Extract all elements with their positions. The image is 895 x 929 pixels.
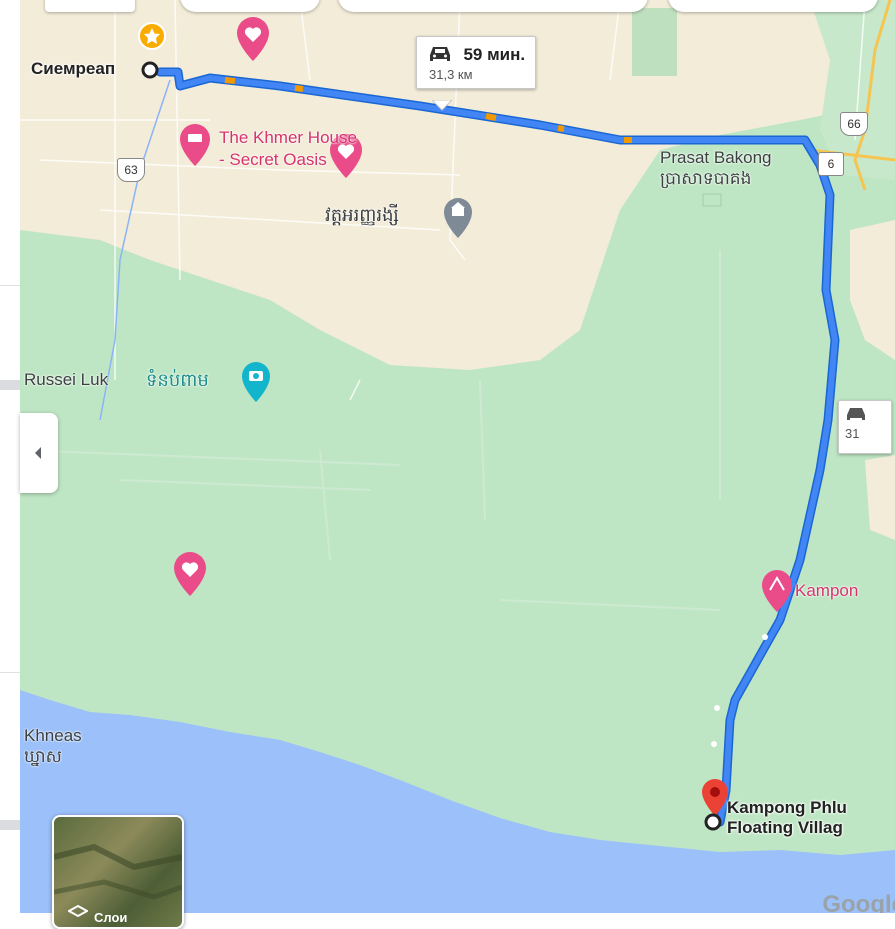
hotel-pin-icon[interactable]: [178, 122, 212, 168]
place-label-khmer-house[interactable]: - Secret Oasis: [219, 150, 327, 169]
layers-icon: [68, 905, 88, 918]
panel-divider: [0, 380, 20, 390]
road-shield-6: 6: [818, 152, 844, 176]
origin-marker-icon[interactable]: [140, 60, 160, 80]
category-chip[interactable]: [180, 0, 320, 12]
left-panel-edge: [0, 0, 20, 913]
panel-divider: [0, 820, 20, 830]
destination-label[interactable]: Floating Villag: [727, 818, 843, 837]
map-canvas[interactable]: Сиемреап The Khmer House - Secret Oasis …: [20, 0, 895, 913]
origin-label[interactable]: Сиемреап: [31, 59, 116, 78]
place-label-prasat-bakong[interactable]: Prasat Bakong: [660, 148, 772, 167]
alt-route-distance: 31: [845, 426, 860, 441]
attraction-pin-icon[interactable]: [760, 568, 794, 614]
heart-pin-icon[interactable]: [235, 15, 271, 63]
place-label-kampong[interactable]: Kampon: [795, 581, 859, 600]
place-label-prasat-bakong-khmer: ប្រាសាទបាគង: [660, 169, 752, 188]
star-icon[interactable]: [138, 22, 168, 52]
place-label-khneas[interactable]: Khneas: [24, 726, 82, 745]
road-shield-63: 63: [117, 158, 145, 182]
heart-pin-icon[interactable]: [328, 132, 364, 180]
place-label-khneas-khmer: ឃ្នាស: [24, 747, 62, 766]
camera-pin-icon[interactable]: [240, 360, 272, 404]
chevron-left-icon: [35, 447, 41, 459]
route-time: 59 мин.: [463, 45, 526, 64]
map-base: [20, 0, 895, 913]
destination-label[interactable]: Kampong Phlu: [727, 798, 847, 817]
route-info-box[interactable]: 59 мин. 31,3 км: [416, 36, 537, 89]
layers-label: Слои: [94, 910, 128, 925]
car-icon: [430, 47, 450, 61]
category-chip[interactable]: [338, 0, 648, 12]
place-label-russei-luk[interactable]: Russei Luk: [24, 370, 109, 389]
destination-pin-icon[interactable]: [700, 778, 730, 818]
temple-pin-icon[interactable]: [442, 196, 474, 240]
search-box[interactable]: [45, 0, 135, 12]
destination-marker-icon[interactable]: [703, 812, 723, 832]
place-label-khmer-house[interactable]: The Khmer House: [219, 128, 357, 147]
alt-route-info-box[interactable]: 31: [838, 400, 892, 454]
route-distance: 31,3 км: [429, 67, 473, 82]
collapse-panel-button[interactable]: [20, 413, 58, 493]
place-label-pagoda[interactable]: វត្តអរញ្ញរង្សី: [325, 205, 399, 225]
panel-divider: [0, 672, 20, 673]
layers-button[interactable]: Слои: [52, 815, 184, 929]
category-chip[interactable]: [668, 0, 878, 12]
satellite-thumbnail: [54, 843, 182, 900]
heart-pin-icon[interactable]: [172, 550, 208, 598]
place-label-russei-luk-khmer[interactable]: ទំនប់ពាម: [146, 370, 209, 390]
panel-divider: [0, 285, 20, 286]
car-icon: [847, 408, 865, 420]
road-shield-66: 66: [840, 112, 868, 136]
route-box-pointer: [432, 100, 452, 111]
google-watermark: Google: [822, 891, 895, 913]
